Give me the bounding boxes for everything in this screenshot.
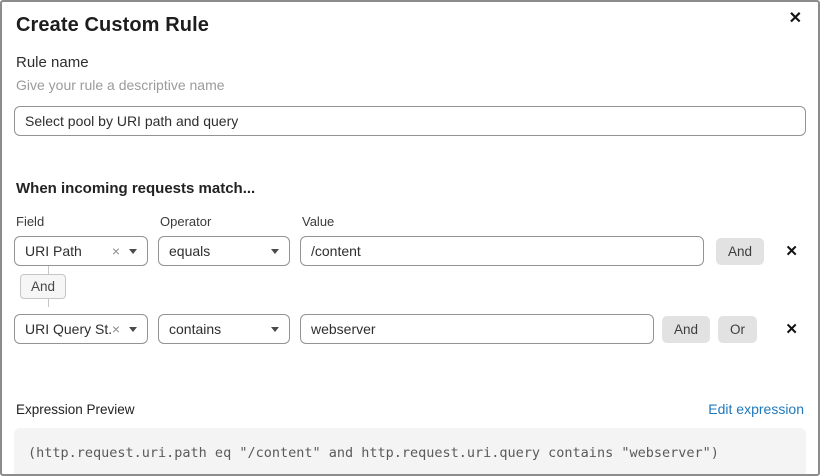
- and-connector-badge[interactable]: And: [20, 274, 67, 299]
- chevron-down-icon: [271, 248, 279, 254]
- expression-preview-label: Expression Preview: [16, 402, 135, 417]
- delete-row-icon[interactable]: ✕: [785, 320, 798, 338]
- connector-line: [48, 266, 49, 274]
- expression-code-block: (http.request.uri.path eq "/content" and…: [14, 428, 806, 474]
- operator-select[interactable]: equals: [158, 236, 290, 266]
- operator-select-value: contains: [169, 321, 222, 337]
- builder-row: URI Path × equals And ✕: [14, 236, 806, 266]
- builder-column-labels: Field Operator Value: [14, 214, 806, 229]
- rule-name-label: Rule name: [16, 54, 89, 71]
- delete-row-icon[interactable]: ✕: [785, 242, 798, 260]
- expression-preview-header: Expression Preview Edit expression: [14, 401, 806, 417]
- and-button[interactable]: And: [716, 237, 765, 265]
- rule-name-hint: Give your rule a descriptive name: [16, 77, 225, 93]
- operator-select[interactable]: contains: [158, 314, 290, 344]
- rule-name-input[interactable]: [14, 106, 806, 136]
- builder-row: URI Query St... × contains And Or ✕: [14, 314, 806, 344]
- field-select[interactable]: URI Query St... ×: [14, 314, 148, 344]
- edit-expression-link[interactable]: Edit expression: [708, 401, 804, 417]
- operator-select-value: equals: [169, 243, 211, 259]
- field-select-value: URI Query St...: [25, 321, 112, 337]
- value-input[interactable]: [300, 314, 654, 344]
- field-column-label: Field: [16, 214, 45, 229]
- value-input[interactable]: [300, 236, 704, 266]
- field-select[interactable]: URI Path ×: [14, 236, 148, 266]
- clear-icon[interactable]: ×: [111, 321, 120, 337]
- and-button[interactable]: And: [662, 315, 711, 343]
- or-button[interactable]: Or: [718, 315, 758, 343]
- clear-icon[interactable]: ×: [111, 243, 120, 259]
- logic-connector: And: [14, 266, 67, 307]
- chevron-down-icon: [129, 326, 137, 332]
- value-column-label: Value: [302, 214, 335, 229]
- chevron-down-icon: [129, 248, 137, 254]
- match-heading: When incoming requests match...: [16, 180, 256, 197]
- expression-code: (http.request.uri.path eq "/content" and…: [28, 445, 719, 461]
- dialog-title: Create Custom Rule: [16, 14, 209, 36]
- field-select-value: URI Path: [25, 243, 82, 259]
- operator-column-label: Operator: [160, 214, 212, 229]
- chevron-down-icon: [271, 326, 279, 332]
- connector-line: [48, 299, 49, 307]
- close-icon[interactable]: ✕: [788, 10, 802, 27]
